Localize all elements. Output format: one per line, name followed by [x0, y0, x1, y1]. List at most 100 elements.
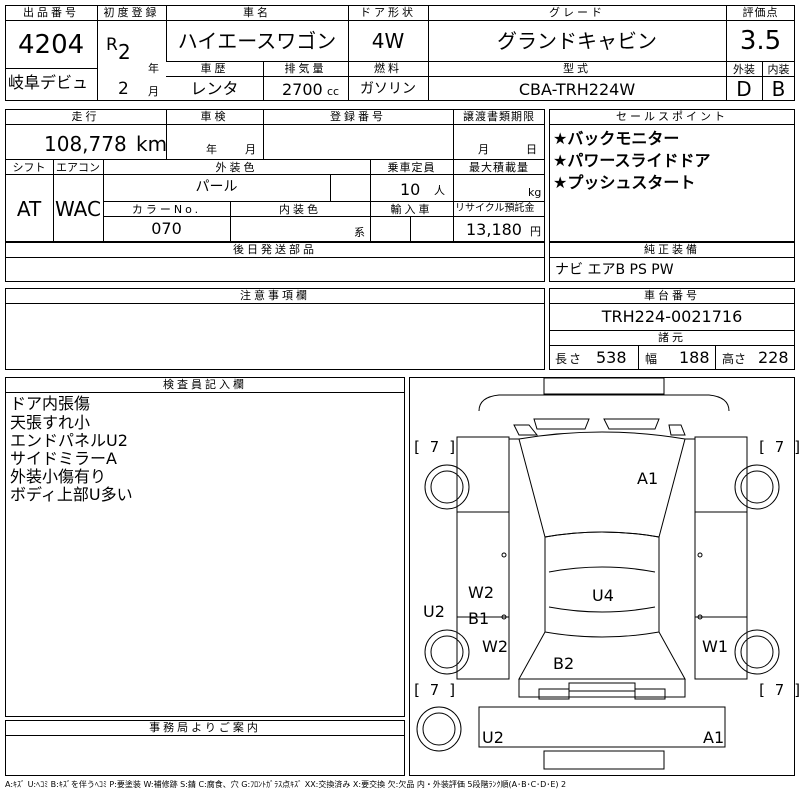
- inspector-note: 外装小傷有り: [10, 467, 107, 486]
- dims-label: 諸元: [658, 331, 686, 344]
- first-reg-year: 2: [118, 40, 131, 64]
- transfer-doc-label: 譲渡書類期限: [463, 110, 535, 123]
- inspection-year-unit: 年: [206, 143, 219, 156]
- length: 538: [596, 348, 627, 367]
- year-unit: 年: [148, 62, 161, 75]
- color-no: 070: [151, 219, 182, 238]
- damage-mark: W2: [482, 637, 508, 656]
- tire-mark: [ 7 ]: [412, 681, 458, 699]
- damage-mark: W2: [468, 583, 494, 602]
- notes-section: [5, 288, 545, 370]
- grade-label: グレード: [549, 6, 605, 19]
- mileage-label: 走行: [71, 110, 100, 123]
- door-label: ドア形状: [360, 6, 416, 19]
- car-name: ハイエースワゴン: [177, 29, 337, 53]
- width: 188: [679, 348, 710, 367]
- equipment: ナビ エアB PS PW: [555, 262, 674, 278]
- damage-mark: U4: [592, 586, 614, 605]
- inspector-note: サイドミラーA: [10, 449, 117, 468]
- damage-mark: W1: [702, 637, 728, 656]
- inspector-section: [5, 377, 405, 717]
- tire-mark: [ 7 ]: [412, 438, 458, 456]
- damage-mark: A1: [703, 728, 725, 747]
- damage-mark: A1: [637, 469, 659, 488]
- capacity: 10: [400, 180, 421, 199]
- chassis-label: 車台番号: [644, 289, 700, 302]
- office-label: 事務局よりご案内: [149, 721, 261, 734]
- history-label: 車歴: [200, 62, 229, 75]
- inspector-note: エンドパネルU2: [10, 431, 128, 450]
- sales-point: ★プッシュスタート: [553, 173, 696, 192]
- equipment-section: [549, 242, 795, 282]
- header-section: [5, 5, 795, 101]
- later-parts-label: 後日発送部品: [233, 243, 317, 256]
- capacity-unit: 人: [434, 184, 447, 197]
- damage-mark: U2: [423, 602, 445, 621]
- transfer-day-unit: 日: [526, 143, 539, 156]
- displacement-label: 排気量: [284, 62, 327, 75]
- capacity-label: 乗車定員: [387, 161, 436, 174]
- ext-grade-label: 外装: [733, 63, 755, 76]
- chassis-section: [549, 288, 795, 370]
- fuel-label: 燃料: [374, 62, 402, 75]
- height: 228: [758, 348, 789, 367]
- recycle-label: リサイクル預託金: [455, 203, 535, 214]
- era: R: [106, 35, 118, 55]
- equipment-label: 純正装備: [644, 243, 700, 256]
- mileage-unit: km: [136, 132, 168, 156]
- car-outline: [416, 377, 780, 770]
- ac: WAC: [55, 197, 101, 221]
- door-type: 4W: [371, 29, 405, 53]
- sales-point: ★パワースライドドア: [553, 151, 711, 170]
- color-no-label: カラーNo.: [131, 203, 202, 216]
- ext-grade: D: [736, 77, 752, 101]
- sales-point: ★バックモニター: [553, 129, 680, 148]
- grade: グランドキャビン: [497, 29, 657, 53]
- sales-points-label: セールスポイント: [616, 110, 728, 123]
- ac-label: エアコン: [56, 161, 100, 174]
- model-label: 型式: [563, 62, 591, 75]
- first-reg-label: 初度登録: [103, 6, 160, 19]
- int-grade: B: [771, 77, 786, 101]
- inspection-month-unit: 月: [245, 143, 258, 156]
- history: レンタ: [190, 79, 239, 98]
- first-reg-month: 2: [118, 79, 129, 99]
- fuel: ガソリン: [360, 81, 416, 97]
- displacement: 2700: [282, 80, 323, 99]
- score-label: 評価点: [742, 6, 779, 19]
- ext-color: パール: [195, 179, 238, 195]
- vehicle-info-section: [5, 109, 545, 242]
- lot-label: 出品番号: [23, 6, 79, 19]
- reg-number-label: 登録番号: [330, 110, 386, 123]
- lot-number: 4204: [18, 30, 85, 60]
- transfer-month-unit: 月: [478, 143, 491, 156]
- shift: AT: [16, 197, 42, 221]
- max-load-unit: kg: [528, 186, 542, 199]
- inspection-label: 車検: [200, 110, 229, 123]
- ext-color-label: 外装色: [215, 161, 258, 174]
- recycle-fee: 13,180: [466, 220, 522, 239]
- import-label: 輸入車: [390, 203, 433, 216]
- inspector-note: ドア内張傷: [10, 394, 91, 413]
- inspector-note: 天張すれ小: [10, 413, 91, 432]
- mileage: 108,778: [44, 132, 127, 156]
- inspector-label: 検査員記入欄: [163, 378, 247, 391]
- int-grade-label: 内装: [767, 63, 790, 76]
- tire-mark: [ 7 ]: [757, 438, 800, 456]
- tire-mark: [ 7 ]: [757, 681, 800, 699]
- legend: A:ｷｽﾞ U:ﾍｺﾐ B:ｷｽﾞを伴うﾍｺﾐ P:要塗装 W:補修跡 S:錆 …: [5, 780, 567, 789]
- chassis-number: TRH224-0021716: [601, 307, 743, 326]
- recycle-unit: 円: [530, 225, 543, 238]
- damage-mark: B2: [553, 654, 575, 673]
- shift-label: シフト: [12, 161, 46, 174]
- office-section: [5, 720, 405, 776]
- damage-mark: U2: [482, 728, 504, 747]
- max-load-label: 最大積載量: [469, 161, 529, 174]
- inspector-note: ボディ上部U多い: [10, 485, 133, 504]
- height-label: 高さ: [722, 352, 747, 366]
- car-name-label: 車名: [243, 6, 271, 19]
- damage-mark: B1: [468, 609, 490, 628]
- sales-points-section: [549, 109, 795, 242]
- score: 3.5: [739, 26, 782, 56]
- model: CBA-TRH224W: [518, 80, 636, 99]
